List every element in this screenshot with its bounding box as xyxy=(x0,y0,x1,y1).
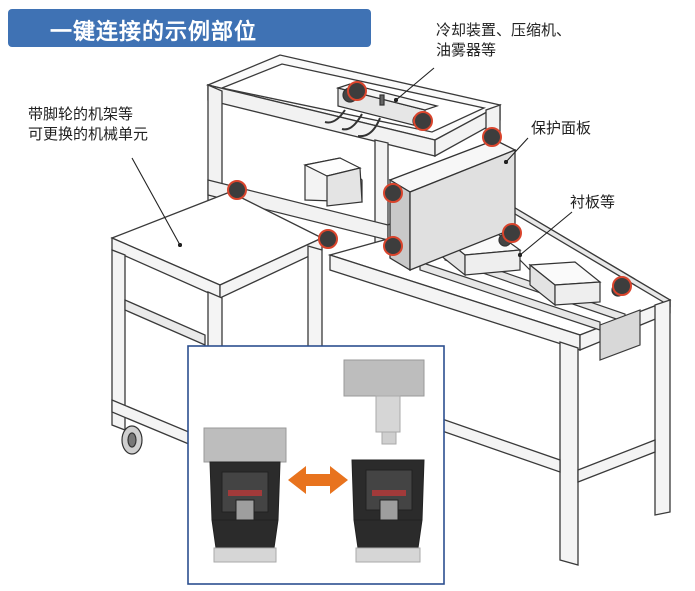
highlight-ring-icon xyxy=(413,111,433,131)
highlight-ring-icon xyxy=(383,236,403,256)
leader-lines xyxy=(131,67,573,258)
callout-caster-line2: 可更换的机械单元 xyxy=(28,125,149,143)
callout-liner: 衬板等 xyxy=(570,193,616,211)
callout-caster-line1: 带脚轮的机架等 xyxy=(28,105,134,123)
double-arrow-icon xyxy=(288,466,348,494)
page-title: 一键连接的示例部位 xyxy=(50,20,258,45)
highlight-ring-icon xyxy=(227,180,247,200)
highlight-ring-icon xyxy=(383,183,403,203)
callout-caster-frame: 带脚轮的机架等 可更换的机械单元 xyxy=(28,104,148,144)
callout-cooling: 冷却装置、压缩机、 油雾器等 xyxy=(436,20,571,60)
callout-cooling-line2: 油雾器等 xyxy=(436,41,497,59)
callout-cooling-line1: 冷却装置、压缩机、 xyxy=(436,21,572,39)
small-box xyxy=(303,157,363,207)
highlight-ring-icon xyxy=(482,127,502,147)
highlight-ring-icon xyxy=(612,276,632,296)
title-bar: 一键连接的示例部位 xyxy=(8,9,371,47)
connector-connected xyxy=(203,427,287,563)
caster-wheels xyxy=(121,425,143,455)
highlight-ring-icon xyxy=(347,81,367,101)
highlight-ring-icon xyxy=(502,223,522,243)
highlight-ring-icon xyxy=(318,229,338,249)
inset-panel xyxy=(187,345,445,585)
callout-cover: 保护面板 xyxy=(531,119,592,137)
connector-separated xyxy=(343,359,425,563)
connection-rings xyxy=(227,81,632,296)
